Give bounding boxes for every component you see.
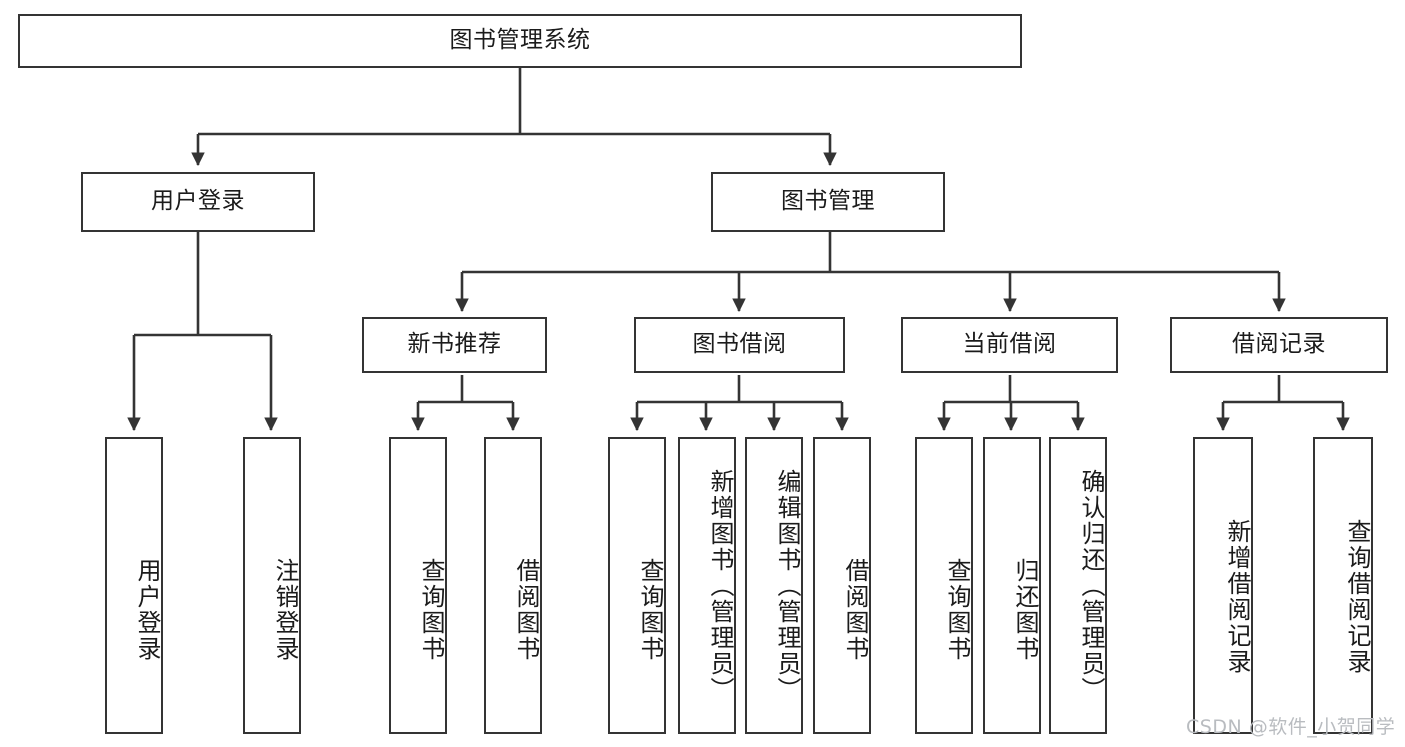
node-borrow-record[interactable]: 借阅记录 xyxy=(1170,317,1388,373)
leaf-current-borrow-return-book[interactable]: 归还图书 xyxy=(983,437,1041,734)
leaf-new-book-query-book[interactable]: 查询图书 xyxy=(389,437,447,734)
leaf-book-borrow-add-book-admin[interactable]: 新增图书（管理员） xyxy=(678,437,736,734)
leaf-user-login-logout[interactable]: 注销登录 xyxy=(243,437,301,734)
leaf-label: 借阅图书 xyxy=(512,557,540,662)
node-current-borrow[interactable]: 当前借阅 xyxy=(901,317,1118,373)
node-book-borrow[interactable]: 图书借阅 xyxy=(634,317,845,373)
node-new-book-recommend[interactable]: 新书推荐 xyxy=(362,317,547,373)
watermark-text: CSDN @软件_小贺同学 xyxy=(1186,716,1396,738)
node-book-management[interactable]: 图书管理 xyxy=(711,172,945,232)
node-new-book-recommend-label: 新书推荐 xyxy=(407,331,502,358)
leaf-book-borrow-query-book[interactable]: 查询图书 xyxy=(608,437,666,734)
leaf-label: 查询图书 xyxy=(417,557,445,662)
leaf-label: 查询图书 xyxy=(943,557,971,662)
leaf-book-borrow-edit-book-admin[interactable]: 编辑图书（管理员） xyxy=(745,437,803,734)
leaf-label: 查询图书 xyxy=(636,557,664,662)
leaf-current-borrow-query-book[interactable]: 查询图书 xyxy=(915,437,973,734)
node-user-login-label: 用户登录 xyxy=(151,188,245,215)
node-root-book-management-system[interactable]: 图书管理系统 xyxy=(18,14,1022,68)
leaf-label: 用户登录 xyxy=(133,557,161,662)
node-current-borrow-label: 当前借阅 xyxy=(962,331,1057,358)
leaf-label: 新增借阅记录 xyxy=(1223,518,1251,675)
leaf-borrow-record-add-record[interactable]: 新增借阅记录 xyxy=(1193,437,1253,734)
leaf-book-borrow-borrow-book[interactable]: 借阅图书 xyxy=(813,437,871,734)
leaf-label: 归还图书 xyxy=(1011,557,1039,662)
leaf-label: 注销登录 xyxy=(271,557,299,662)
leaf-label: 借阅图书 xyxy=(841,557,869,662)
leaf-label: 查询借阅记录 xyxy=(1343,518,1371,675)
leaf-label: 新增图书（管理员） xyxy=(706,468,734,703)
leaf-label: 确认归还（管理员） xyxy=(1077,468,1105,703)
node-book-management-label: 图书管理 xyxy=(781,188,875,215)
node-root-label: 图书管理系统 xyxy=(449,27,591,54)
leaf-borrow-record-query-record[interactable]: 查询借阅记录 xyxy=(1313,437,1373,734)
node-book-borrow-label: 图书借阅 xyxy=(692,331,787,358)
leaf-label: 编辑图书（管理员） xyxy=(773,468,801,703)
leaf-user-login-login[interactable]: 用户登录 xyxy=(105,437,163,734)
leaf-current-borrow-confirm-return-admin[interactable]: 确认归还（管理员） xyxy=(1049,437,1107,734)
node-borrow-record-label: 借阅记录 xyxy=(1232,331,1326,358)
leaf-new-book-borrow-book[interactable]: 借阅图书 xyxy=(484,437,542,734)
node-user-login[interactable]: 用户登录 xyxy=(81,172,315,232)
